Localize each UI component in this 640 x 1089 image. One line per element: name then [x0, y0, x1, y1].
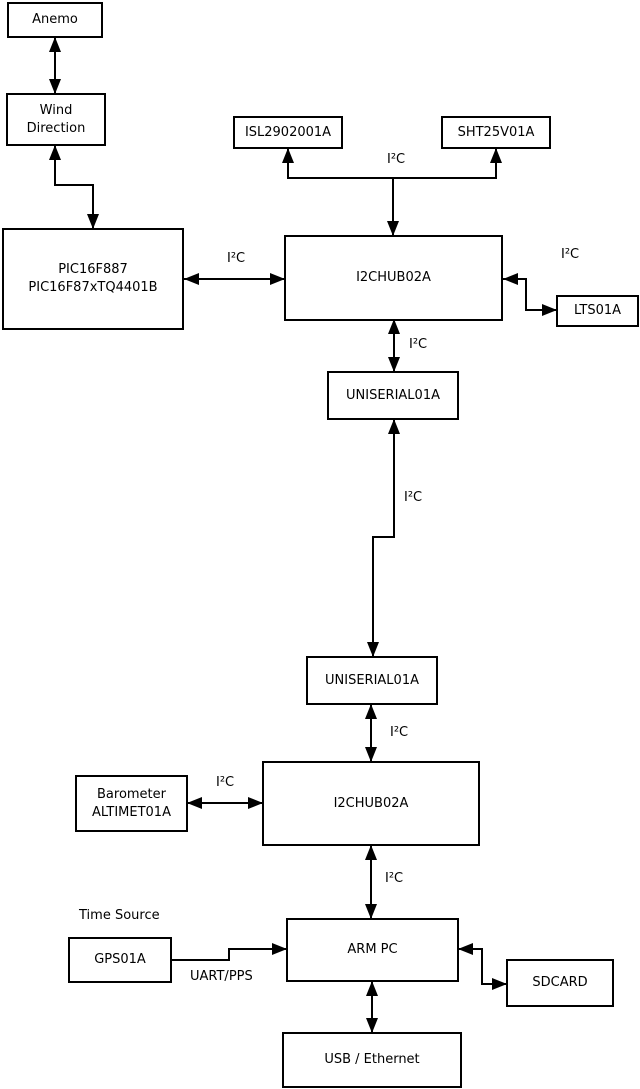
node-sdcard: SDCARD	[506, 959, 614, 1007]
edge-label-time-source: Time Source	[79, 908, 160, 923]
node-label: Anemo	[32, 12, 78, 27]
edge-label-i2c-armpc: I²C	[385, 871, 404, 886]
edge-wind-pic	[49, 145, 99, 229]
node-uniserial01a-top: UNISERIAL01A	[327, 371, 459, 420]
edge-hub-lts	[503, 273, 557, 316]
node-label: LTS01A	[573, 303, 622, 318]
node-i2chub02a-bottom: I2CHUB02A	[262, 761, 480, 846]
node-label: Barometer	[97, 786, 166, 802]
edge-label-i2c-sensor-bus: I²C	[387, 152, 406, 167]
edge-label-i2c-hub-uniserial: I²C	[409, 337, 428, 352]
node-usb-ethernet: USB / Ethernet	[282, 1032, 462, 1088]
edge-label-uart-pps: UART/PPS	[190, 969, 253, 984]
node-wind-direction: Wind Direction	[6, 93, 106, 146]
node-barometer-altimet01a: Barometer ALTIMET01A	[75, 775, 188, 832]
edge-label-i2c-lts: I²C	[561, 247, 580, 262]
node-label: USB / Ethernet	[324, 1052, 420, 1067]
node-label: SDCARD	[532, 975, 588, 990]
node-label: PIC16F87xTQ4401B	[28, 280, 158, 295]
node-label: ISL2902001A	[244, 124, 332, 140]
node-label: I2CHUB02A	[333, 795, 409, 811]
node-arm-pc: ARM PC	[286, 918, 459, 982]
node-gps01a: GPS01A	[68, 937, 172, 983]
node-label: Direction	[26, 120, 86, 136]
edge-label-i2c-barometer: I²C	[216, 775, 235, 790]
node-label: UNISERIAL01A	[325, 672, 419, 688]
node-pic16f887: PIC16F887 PIC16F87xTQ4401B	[2, 228, 184, 330]
edge-label-i2c-pic-hub: I²C	[227, 251, 246, 266]
node-label: GPS01A	[94, 952, 146, 967]
node-lts01a: LTS01A	[556, 295, 639, 327]
node-sht25v01a: SHT25V01A	[441, 116, 551, 149]
node-label: Wind	[39, 102, 73, 118]
edge-armpc-sdcard	[458, 943, 507, 990]
edge-label-i2c-uniserial-hub: I²C	[390, 725, 409, 740]
node-label: PIC16F887	[58, 262, 128, 277]
node-uniserial01a-bottom: UNISERIAL01A	[306, 656, 438, 705]
node-label: UNISERIAL01A	[346, 387, 440, 403]
node-label: I2CHUB02A	[356, 270, 431, 285]
node-label: ALTIMET01A	[92, 804, 171, 820]
node-label: ARM PC	[347, 942, 398, 957]
edge-uniserial-link	[367, 419, 400, 657]
node-anemo: Anemo	[7, 2, 103, 38]
node-label: SHT25V01A	[457, 124, 535, 140]
edge-label-i2c-uniserial-link: I²C	[404, 490, 423, 505]
edge-gps-armpc	[172, 943, 287, 961]
node-isl2902001a: ISL2902001A	[233, 116, 343, 149]
node-i2chub02a-top: I2CHUB02A	[284, 235, 503, 321]
